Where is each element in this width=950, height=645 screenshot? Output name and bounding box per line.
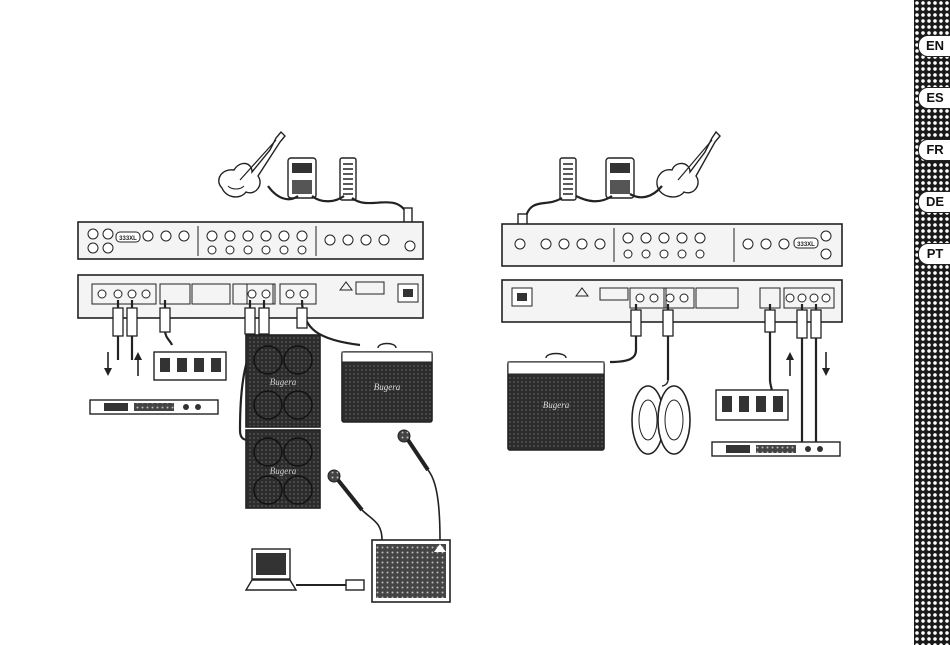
guitar-icon-left [219,132,285,197]
wah-pedal-icon-left [340,158,356,200]
combo-brand-right: Bugera [543,400,570,410]
combo-amp-right: Bugera [508,354,604,451]
guitar-icon-right [657,132,720,197]
speaker-driver-icon [632,380,690,454]
language-tab-es[interactable]: ES [918,87,950,109]
language-tab-pt[interactable]: PT [918,243,950,265]
speaker-cabinet-bottom: Bugera [246,430,320,508]
signal-arrow-down-right [822,352,830,376]
language-tab-fr[interactable]: FR [918,139,950,161]
rack-effects-unit-right [712,442,840,456]
footswitch-icon-right [716,390,788,420]
laptop-icon [246,549,364,590]
microphone-icon-2 [398,430,440,540]
language-tab-de[interactable]: DE [918,191,950,213]
combo-amp-left: Bugera [342,344,432,423]
microphone-icon-1 [328,470,382,540]
cab-brand-bottom: Bugera [270,466,297,476]
speaker-cabinet-top: Bugera [246,335,320,427]
mixer-icon [372,540,450,602]
head-badge-right: 333XL [797,242,815,248]
signal-arrow-up-right [786,352,794,376]
footswitch-icon-left [154,352,226,380]
language-tab-en[interactable]: EN [918,35,950,57]
wah-pedal-icon-right [560,158,576,200]
signal-arrow-down-left [104,352,112,376]
signal-arrow-up-left [134,352,142,376]
rack-effects-unit-left [90,400,218,414]
combo-brand-left: Bugera [374,382,401,392]
effects-pedal-icon-left [288,158,316,198]
amp-front-panel-left: 333XL [78,222,423,259]
amp-front-panel-right: 333XL [502,224,842,266]
cab-brand-top: Bugera [270,377,297,387]
head-badge-left: 333XL [119,236,137,242]
effects-pedal-icon-right [606,158,634,198]
